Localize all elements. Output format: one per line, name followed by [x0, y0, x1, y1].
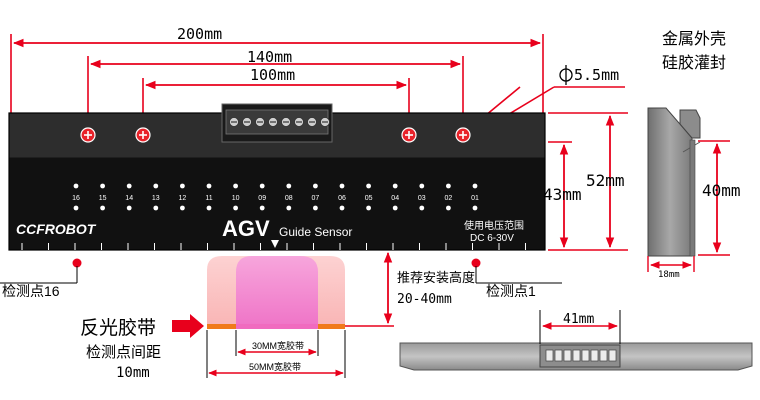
dim-200-label: 200mm	[177, 25, 222, 43]
detection-point-1-callout: 检测点1	[471, 258, 562, 299]
install-height-label: 推荐安装高度	[397, 270, 475, 285]
dim-41-label: 41mm	[563, 312, 594, 327]
detection-point-dot	[392, 183, 398, 189]
install-height-dimension: 推荐安装高度 20-40mm	[345, 251, 475, 327]
sensor-body: 16 15 14 13 12 11 10 09 08 07 06 05 04 03 02 01 CCFROBO…	[8, 103, 546, 251]
detection-point-dot	[233, 183, 239, 189]
detection-point-dot	[259, 205, 265, 211]
dimension-18mm: 18mm	[647, 256, 695, 280]
detection-point-dot	[286, 205, 292, 211]
dim-43-label: 43mm	[543, 185, 582, 204]
detection-point-label: 14	[125, 195, 133, 202]
spacing-value: 10mm	[116, 365, 150, 381]
detection-point-dot	[339, 183, 345, 189]
detection-point-label: 07	[312, 195, 320, 202]
dim-18-label: 18mm	[658, 270, 680, 280]
detection-point-dot	[313, 183, 318, 189]
detection-point-dot	[446, 183, 451, 189]
detection-point-label: 10	[232, 195, 240, 202]
detection-point-16-callout: 检测点16	[0, 258, 82, 299]
center-marker-icon	[271, 240, 279, 248]
detection-point-dot	[233, 205, 239, 211]
detection-point-label: 15	[99, 195, 107, 202]
detection-point-dot	[180, 205, 185, 211]
bottom-view	[399, 342, 753, 371]
detection-point-dot	[446, 205, 451, 211]
product-label: AGV	[222, 216, 270, 241]
shell-label-line2: 硅胶灌封	[662, 54, 726, 72]
mounting-screw-icon	[80, 127, 96, 143]
detection-point-label: 05	[365, 195, 373, 202]
detection-point-label: 13	[152, 195, 160, 202]
detection-point-dot	[126, 205, 132, 211]
detection-point-label: 02	[445, 195, 453, 202]
terminal-block	[221, 103, 333, 143]
tape-50-label: 50MM宽胶带	[249, 361, 301, 372]
detection-point-label: 08	[285, 195, 293, 202]
dim-100-label: 100mm	[250, 66, 295, 84]
dim-40-label: 40mm	[702, 181, 741, 200]
detection-point-dot	[339, 205, 345, 211]
detection-point-label: 11	[205, 195, 212, 202]
detection-point-dot	[100, 205, 105, 211]
detection-point-dot	[126, 183, 132, 189]
detection-point-dot	[419, 205, 425, 211]
subtitle-label: Guide Sensor	[279, 225, 352, 239]
tape-30-label: 30MM宽胶带	[252, 340, 304, 351]
tape-title: 反光胶带	[80, 317, 156, 339]
brand-label: CCFROBOT	[16, 221, 97, 237]
detection-point-dot	[472, 205, 478, 211]
dimension-200mm: 200mm	[10, 25, 544, 118]
dimension-40mm: 40mm	[698, 140, 741, 256]
detection-points: 16 15 14 13 12 11 10 09 08 07 06 05 04 03 02 01	[72, 183, 479, 211]
mounting-screw-icon	[401, 127, 417, 143]
detect16-label: 检测点16	[2, 283, 60, 299]
detection-point-dot	[286, 183, 292, 189]
voltage-label: 使用电压范围	[464, 219, 524, 232]
scale-ticks	[21, 243, 526, 250]
detection-point-dot	[73, 183, 79, 189]
detection-point-dot	[206, 205, 212, 211]
dimension-41mm: 41mm	[539, 310, 621, 344]
detection-point-label: 16	[72, 195, 80, 202]
shell-label-line1: 金属外壳	[662, 30, 726, 48]
detection-point-dot	[259, 183, 265, 189]
side-view-shell	[647, 107, 701, 257]
detection-point-dot	[100, 183, 105, 189]
detection-point-dot	[419, 183, 425, 189]
detection-point-label: 09	[258, 195, 266, 202]
detection-point-dot	[392, 205, 398, 211]
dimension-tape-30: 30MM宽胶带	[235, 330, 319, 356]
spacing-label: 检测点间距	[86, 344, 161, 361]
detection-point-label: 03	[418, 195, 426, 202]
detect1-label: 检测点1	[486, 283, 536, 299]
dim-52-label: 52mm	[586, 171, 625, 190]
dim-hole-label: 5.5mm	[574, 66, 619, 84]
dimension-43mm: 43mm	[543, 141, 582, 249]
tape-arrow-icon	[172, 314, 204, 338]
detection-point-label: 06	[338, 195, 346, 202]
detection-point-dot	[206, 183, 212, 189]
mounting-screw-icon	[135, 127, 151, 143]
dimension-tape-50: 50MM宽胶带	[206, 330, 346, 378]
reflection-zone	[207, 256, 345, 329]
detection-point-dot	[73, 205, 79, 211]
dim-140-label: 140mm	[247, 48, 292, 66]
detection-point-dot	[180, 183, 185, 189]
detection-point-dot	[366, 205, 371, 211]
detection-point-label: 04	[391, 195, 399, 202]
detection-point-dot	[313, 205, 318, 211]
mounting-screw-icon	[455, 127, 471, 143]
detection-point-dot	[366, 183, 371, 189]
dimension-52mm: 52mm	[548, 112, 628, 251]
detection-point-label: 12	[179, 195, 187, 202]
detection-point-dot	[153, 183, 159, 189]
voltage-value: DC 6-30V	[470, 233, 514, 244]
detection-point-label: 01	[471, 195, 479, 202]
detection-point-dot	[472, 183, 478, 189]
detection-point-dot	[153, 205, 159, 211]
install-height-range: 20-40mm	[397, 292, 452, 307]
